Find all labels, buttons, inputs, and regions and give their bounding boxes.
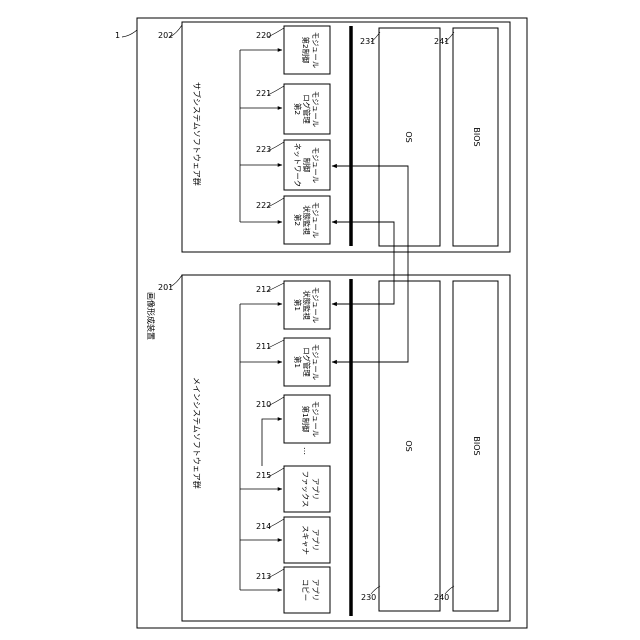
svg-text:モジュール: モジュール <box>311 32 320 69</box>
mainsystem-branch-210 <box>262 419 282 466</box>
svg-text:241: 241 <box>434 37 449 46</box>
subsystem-label: サブシステムソフトウェア群 <box>192 82 202 186</box>
device-label: 画像形成装置 <box>146 292 156 340</box>
svg-text:モジュール: モジュール <box>311 202 320 239</box>
svg-text:アプリ: アプリ <box>311 579 320 601</box>
svg-text:223: 223 <box>256 145 271 154</box>
svg-text:210: 210 <box>256 400 271 409</box>
svg-text:第1制御: 第1制御 <box>301 406 310 433</box>
svg-text:OS: OS <box>404 440 413 451</box>
svg-text:211: 211 <box>256 342 271 351</box>
module-212: 212 第1 状態監視 モジュール <box>256 281 330 329</box>
mainsystem-bios: 240 BIOS <box>434 281 498 611</box>
svg-text:231: 231 <box>360 37 375 46</box>
svg-text:モジュール: モジュール <box>311 147 320 184</box>
device-leader <box>122 30 137 37</box>
svg-text:アプリ: アプリ <box>311 529 320 551</box>
svg-text:215: 215 <box>256 471 271 480</box>
svg-text:230: 230 <box>361 593 376 602</box>
svg-text:第2: 第2 <box>293 214 302 226</box>
svg-text:モジュール: モジュール <box>311 91 320 128</box>
svg-text:212: 212 <box>256 285 271 294</box>
device-ref-label: 201 <box>158 283 173 292</box>
device-ref: 1 <box>115 31 120 40</box>
svg-text:ログ管理: ログ管理 <box>302 347 311 377</box>
svg-text:モジュール: モジュール <box>311 401 320 438</box>
mainsystem-ellipsis: … <box>302 447 311 455</box>
svg-text:ファックス: ファックス <box>301 471 310 508</box>
svg-text:状態監視: 状態監視 <box>302 205 311 235</box>
svg-text:240: 240 <box>434 593 449 602</box>
svg-text:OS: OS <box>404 131 413 142</box>
svg-text:第2制御: 第2制御 <box>301 37 310 64</box>
svg-text:制御: 制御 <box>302 158 311 173</box>
svg-text:213: 213 <box>256 572 271 581</box>
svg-text:221: 221 <box>256 89 271 98</box>
svg-text:220: 220 <box>256 31 271 40</box>
svg-text:ネットワーク: ネットワーク <box>293 143 302 187</box>
svg-text:BIOS: BIOS <box>472 127 481 146</box>
svg-text:第2: 第2 <box>293 103 302 115</box>
subsystem-ref: 202 <box>158 31 173 40</box>
svg-text:モジュール: モジュール <box>311 287 320 324</box>
module-221: 221 第2 ログ管理 モジュール <box>256 84 330 134</box>
svg-text:214: 214 <box>256 522 271 531</box>
module-222: 222 第2 状態監視 モジュール <box>256 196 330 244</box>
subsystem-bios: 241 BIOS <box>434 28 498 246</box>
mainsystem-os: 230 OS <box>361 281 440 611</box>
svg-text:コピー: コピー <box>301 579 310 601</box>
svg-text:BIOS: BIOS <box>472 436 481 455</box>
svg-text:アプリ: アプリ <box>311 478 320 500</box>
svg-text:第1: 第1 <box>293 356 302 368</box>
svg-text:状態監視: 状態監視 <box>302 290 311 320</box>
svg-text:ログ管理: ログ管理 <box>302 94 311 124</box>
svg-text:モジュール: モジュール <box>311 344 320 381</box>
svg-text:スキャナ: スキャナ <box>301 525 310 555</box>
mainsystem-label: メインシステムソフトウェア群 <box>192 377 202 489</box>
svg-text:第1: 第1 <box>293 299 302 311</box>
subsystem-os: 231 OS <box>360 28 440 246</box>
svg-text:222: 222 <box>256 201 271 210</box>
